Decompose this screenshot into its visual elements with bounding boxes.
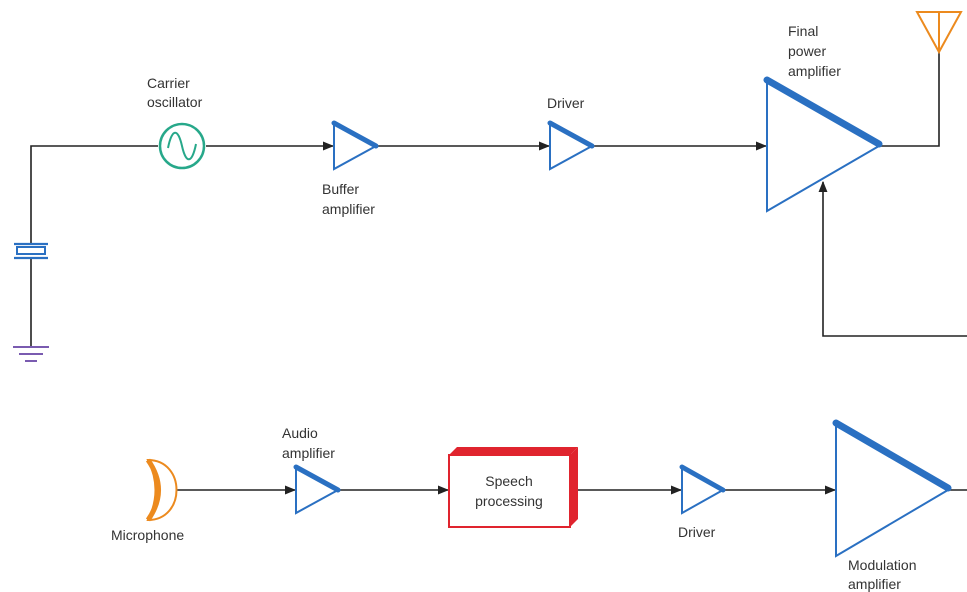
label-final-power-amplifier: Final power amplifier bbox=[788, 23, 841, 79]
label-carrier-oscillator: Carrier oscillator bbox=[147, 75, 203, 110]
audio-amplifier-triangle bbox=[293, 464, 341, 515]
wire-modulation-feedback bbox=[818, 180, 967, 337]
final-power-amplifier-triangle bbox=[763, 76, 883, 213]
label-line: processing bbox=[475, 493, 543, 509]
label-line: Final bbox=[788, 23, 818, 39]
label-line: oscillator bbox=[147, 94, 203, 110]
label-speech-processing: Speech processing bbox=[475, 473, 543, 509]
label-line: Audio bbox=[282, 425, 318, 441]
modulation-amplifier-triangle bbox=[832, 419, 952, 558]
label-line: Carrier bbox=[147, 75, 190, 91]
driver-top-triangle bbox=[547, 120, 595, 171]
driver-bottom-triangle bbox=[679, 464, 726, 515]
antenna-icon bbox=[915, 11, 963, 55]
label-line: Speech bbox=[485, 473, 532, 489]
label-line: Driver bbox=[678, 524, 716, 540]
label-driver-top: Driver bbox=[547, 95, 585, 111]
label-line: Microphone bbox=[111, 527, 184, 543]
label-line: Driver bbox=[547, 95, 585, 111]
label-line: amplifier bbox=[322, 201, 375, 217]
label-line: amplifier bbox=[788, 63, 841, 79]
label-line: Modulation bbox=[848, 557, 917, 573]
buffer-amplifier-triangle bbox=[331, 120, 379, 171]
top-wires bbox=[30, 52, 967, 347]
label-line: amplifier bbox=[282, 445, 335, 461]
crystal-icon bbox=[14, 242, 48, 260]
ground-icon bbox=[13, 346, 49, 362]
label-driver-bottom: Driver bbox=[678, 524, 716, 540]
wire-final-to-antenna bbox=[879, 52, 940, 147]
label-line: amplifier bbox=[848, 576, 901, 592]
label-modulation-amplifier: Modulation amplifier bbox=[848, 557, 917, 592]
microphone-icon bbox=[145, 458, 178, 522]
label-audio-amplifier: Audio amplifier bbox=[282, 425, 335, 461]
label-buffer-amplifier: Buffer amplifier bbox=[322, 181, 375, 217]
speech-processing-box bbox=[448, 447, 578, 528]
label-line: power bbox=[788, 43, 826, 59]
wire-crystal-to-oscillator bbox=[30, 145, 158, 245]
sine-wave-oscillator-icon bbox=[158, 122, 206, 170]
label-microphone: Microphone bbox=[111, 527, 184, 543]
label-line: Buffer bbox=[322, 181, 359, 197]
